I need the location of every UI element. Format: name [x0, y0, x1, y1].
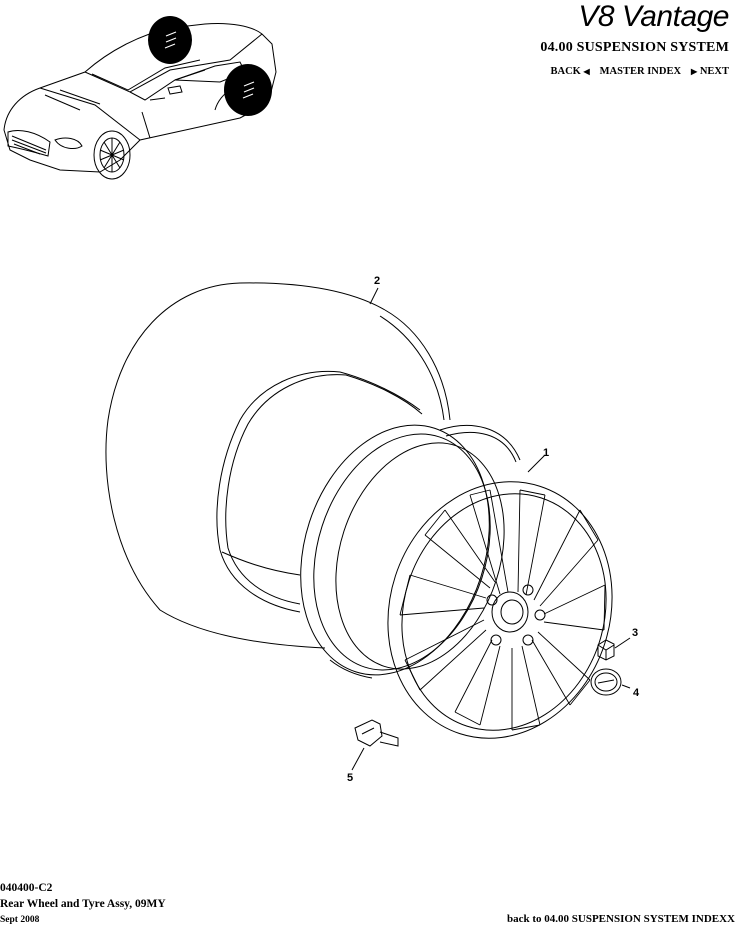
callout-1: 1: [543, 447, 549, 459]
section-title: 04.00 SUSPENSION SYSTEM: [540, 40, 729, 55]
back-link[interactable]: BACK ◀: [551, 66, 590, 77]
drawing-date: Sept 2008: [0, 915, 40, 925]
wheel-nut-drawing: [597, 639, 615, 661]
callout-2: 2: [374, 275, 380, 287]
next-link[interactable]: ▶ NEXT: [691, 66, 729, 77]
navigation-bar: BACK ◀ MASTER INDEX ▶ NEXT: [551, 66, 729, 77]
centre-cap-drawing: [590, 668, 622, 696]
rear-wheel-tyre-exploded-diagram: 2 1 3 4 5: [105, 275, 640, 784]
next-label: NEXT: [699, 66, 729, 77]
callout-5: 5: [347, 772, 353, 784]
brand-logo-text: V8 Vantage: [578, 0, 729, 33]
triangle-left-icon: ◀: [583, 67, 590, 76]
triangle-right-icon: ▶: [691, 67, 698, 76]
master-index-link[interactable]: MASTER INDEX: [599, 66, 682, 77]
callout-4: 4: [633, 687, 640, 699]
footer-info: 040400-C2 Rear Wheel and Tyre Assy, 09MY…: [0, 880, 166, 928]
car-thumbnail-image: [3, 16, 277, 180]
callout-3: 3: [632, 627, 638, 639]
drawing-description: Rear Wheel and Tyre Assy, 09MY: [0, 898, 166, 910]
back-label: BACK: [550, 66, 581, 77]
drawing-code: 040400-C2: [0, 882, 53, 894]
tyre-drawing: [105, 282, 451, 649]
wheel-drawing: [300, 424, 613, 739]
tpms-valve-drawing: [354, 719, 399, 747]
back-to-index-link[interactable]: back to 04.00 SUSPENSION SYSTEM INDEXX: [507, 913, 735, 925]
